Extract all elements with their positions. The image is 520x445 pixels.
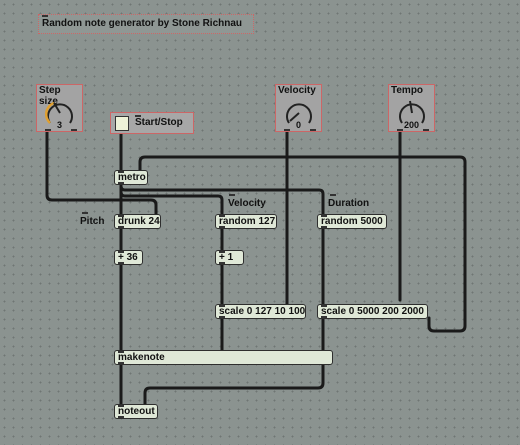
step-size-value: 3 bbox=[56, 120, 62, 130]
cord-metro-random-velocity bbox=[119, 182, 224, 216]
cord-metro-feedback bbox=[138, 155, 467, 333]
cord-metro-random-duration bbox=[119, 182, 325, 216]
scale-duration-object[interactable]: scale 0 5000 200 2000 bbox=[317, 304, 428, 319]
velocity-dial[interactable]: Velocity 0 bbox=[275, 84, 322, 132]
velocity-dial-value: 0 bbox=[295, 120, 301, 130]
random-duration-object[interactable]: random 5000 bbox=[317, 214, 387, 229]
dial-knob-icon bbox=[399, 100, 425, 124]
start-stop-toggle-panel: Start/Stop bbox=[110, 112, 194, 134]
cord-stepsize-drunk bbox=[45, 129, 158, 216]
add-36-object[interactable]: + 36 bbox=[114, 250, 143, 265]
metro-object[interactable]: metro bbox=[114, 170, 148, 185]
step-size-label: Step size bbox=[39, 85, 61, 107]
tempo-dial[interactable]: Tempo 200 bbox=[388, 84, 435, 132]
dial-knob-icon bbox=[286, 103, 312, 124]
tempo-dial-value: 200 bbox=[403, 120, 420, 130]
makenote-object[interactable]: makenote bbox=[114, 350, 333, 365]
random-velocity-object[interactable]: random 127 bbox=[215, 214, 277, 229]
tempo-dial-label: Tempo bbox=[391, 85, 424, 96]
cord-makenote-noteout-right bbox=[143, 362, 325, 406]
pitch-comment: Pitch bbox=[80, 216, 105, 227]
patch-title: Random note generator by Stone Richnau bbox=[38, 14, 254, 34]
step-size-dial[interactable]: Step size 3 bbox=[36, 84, 83, 132]
scale-velocity-object[interactable]: scale 0 127 10 100 bbox=[215, 304, 306, 319]
drunk-object[interactable]: drunk 24 bbox=[114, 214, 161, 229]
noteout-object[interactable]: noteout bbox=[114, 404, 158, 419]
patch-title-text: Random note generator by Stone Richnau bbox=[42, 18, 243, 29]
add-1-object[interactable]: + 1 bbox=[215, 250, 244, 265]
start-stop-label: Start/Stop bbox=[135, 117, 183, 128]
duration-comment: Duration bbox=[328, 198, 370, 209]
velocity-dial-label: Velocity bbox=[278, 85, 316, 96]
start-stop-toggle[interactable] bbox=[115, 116, 129, 131]
velocity-comment: Velocity bbox=[228, 198, 266, 209]
dial-knob-icon bbox=[44, 101, 73, 124]
